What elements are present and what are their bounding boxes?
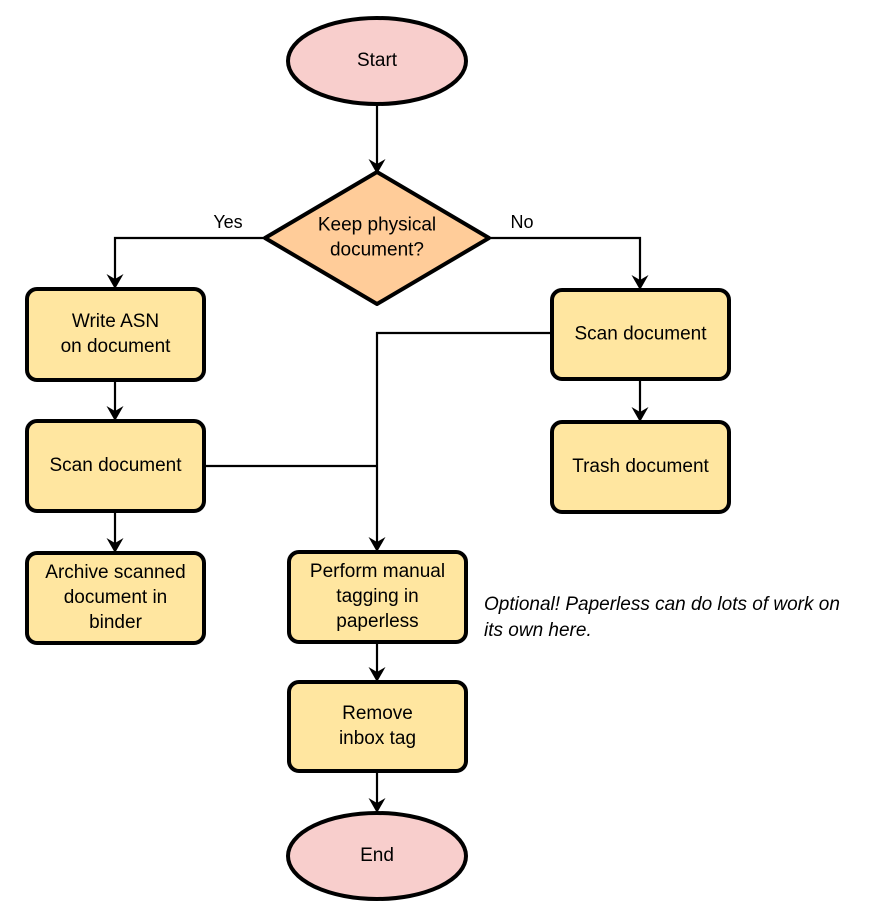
edge-path xyxy=(375,331,552,546)
process-shape xyxy=(287,680,468,773)
process-shape xyxy=(550,288,731,381)
edge-label-no: No xyxy=(510,212,533,232)
arrowhead-icon xyxy=(631,407,649,422)
process-shape xyxy=(287,550,468,644)
edge-path xyxy=(113,236,266,283)
edge-write-asn-to-scan-document-left xyxy=(106,380,124,421)
annotation-optional-note: Optional! Paperless can do lots of work … xyxy=(484,594,840,641)
terminator-shape xyxy=(286,811,468,901)
edge-manual-tagging-to-remove-inbox-tag xyxy=(368,642,386,682)
node-start[interactable]: Start xyxy=(286,16,468,106)
node-label: End xyxy=(360,845,394,866)
node-scan-document-left[interactable]: Scan document xyxy=(25,419,206,513)
arrowhead-icon xyxy=(368,798,386,813)
arrowhead-icon xyxy=(368,159,386,174)
annotations-layer: Optional! Paperless can do lots of work … xyxy=(484,594,840,641)
edge-label-yes: Yes xyxy=(213,212,242,232)
edges-layer: Yes No xyxy=(106,104,649,813)
node-end[interactable]: End xyxy=(286,811,468,901)
process-shape xyxy=(25,287,206,382)
edge-remove-inbox-tag-to-end xyxy=(368,771,386,813)
edge-decision-no-to-scan-document-right: No xyxy=(489,212,649,290)
process-shape xyxy=(550,420,731,514)
arrowhead-icon xyxy=(106,406,124,421)
node-label: Start xyxy=(357,50,398,71)
arrowhead-icon xyxy=(106,538,124,553)
process-shape xyxy=(25,419,206,513)
node-label: Scan document xyxy=(49,455,182,476)
node-trash-document[interactable]: Trash document xyxy=(550,420,731,514)
decision-shape xyxy=(263,170,491,306)
node-scan-document-right[interactable]: Scan document xyxy=(550,288,731,381)
edge-start-to-decision xyxy=(368,104,386,174)
arrowhead-icon xyxy=(368,537,386,552)
edge-scan-document-right-to-trash xyxy=(631,379,649,422)
edge-scan-document-left-to-archive xyxy=(106,511,124,553)
node-label: Trash document xyxy=(572,456,709,477)
arrowhead-icon xyxy=(368,667,386,682)
node-label: Scan document xyxy=(574,324,707,345)
process-shape xyxy=(25,551,206,645)
edge-path xyxy=(489,236,642,284)
arrowhead-icon xyxy=(106,274,124,289)
edge-scan-document-right-to-manual-tagging xyxy=(368,331,552,552)
terminator-shape xyxy=(286,16,468,106)
arrowhead-icon xyxy=(631,275,649,290)
edge-decision-yes-to-write-asn: Yes xyxy=(106,212,266,289)
